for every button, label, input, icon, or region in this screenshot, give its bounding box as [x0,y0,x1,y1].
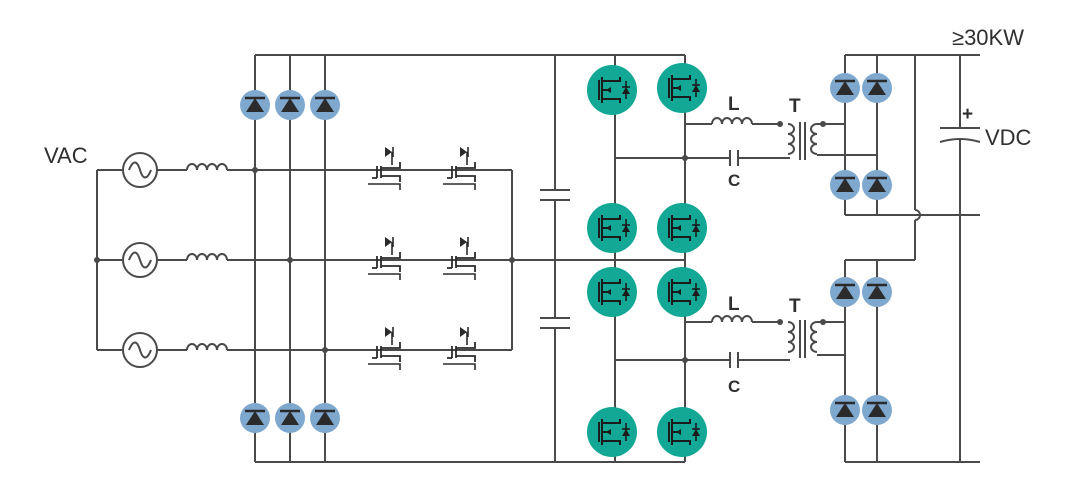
mosfet-switch-icon [657,407,707,457]
bidirectional-switches [365,146,685,371]
inductor-label-bottom: L [728,294,740,315]
inductor-icon [711,315,753,323]
ac-source-icon [122,332,158,368]
diode-icon [275,90,305,120]
mosfet-switch-icon [657,267,707,317]
diode-icon [310,403,340,433]
diode-bridge [240,54,685,463]
ac-input-section [94,152,365,368]
diode-icon [862,395,892,425]
mosfet-bridges [587,55,707,462]
mosfet-switch-icon [367,146,401,191]
power-rating-label: ≥30KW [952,25,1024,50]
diode-icon [862,170,892,200]
diode-icon [830,277,860,307]
diode-icon [862,277,892,307]
polarity-plus-label: + [962,104,973,125]
mosfet-switch-icon [367,326,401,371]
mosfet-switch-icon [442,146,476,191]
mosfet-switch-icon [657,63,707,113]
vdc-label: VDC [985,125,1032,150]
diode-icon [240,403,270,433]
transformer-label-bottom: T [789,296,801,317]
inductor-icon [186,343,228,351]
mosfet-switch-icon [587,267,637,317]
capacitor-label-bottom: C [728,377,740,396]
diode-icon [830,395,860,425]
mosfet-switch-icon [367,236,401,281]
capacitor-label-top: C [728,171,740,190]
diode-icon [862,73,892,103]
inductor-icon [186,253,228,261]
mosfet-switch-icon [587,407,637,457]
output-rectifiers [830,54,980,463]
mosfet-switch-icon [442,236,476,281]
transformer-icon [787,121,826,160]
diode-icon [830,73,860,103]
ac-source-icon [122,152,158,188]
diode-icon [830,170,860,200]
inductor-icon [711,117,753,125]
diode-icon [310,90,340,120]
mosfet-switch-icon [442,326,476,371]
transformer-label-top: T [789,96,801,117]
inductor-label-top: L [728,94,740,115]
diode-icon [275,403,305,433]
transformer-icon [787,319,826,358]
mosfet-switch-icon [587,203,637,253]
resonant-tank-top [615,117,846,166]
mosfet-switch-icon [657,203,707,253]
output-capacitor [939,55,981,462]
inductor-icon [186,163,228,171]
resonant-tank-bottom [615,315,845,368]
ac-source-icon [122,242,158,278]
vac-label: VAC [44,143,88,168]
diode-icon [240,90,270,120]
mosfet-switch-icon [587,65,637,115]
dc-link [540,55,570,462]
